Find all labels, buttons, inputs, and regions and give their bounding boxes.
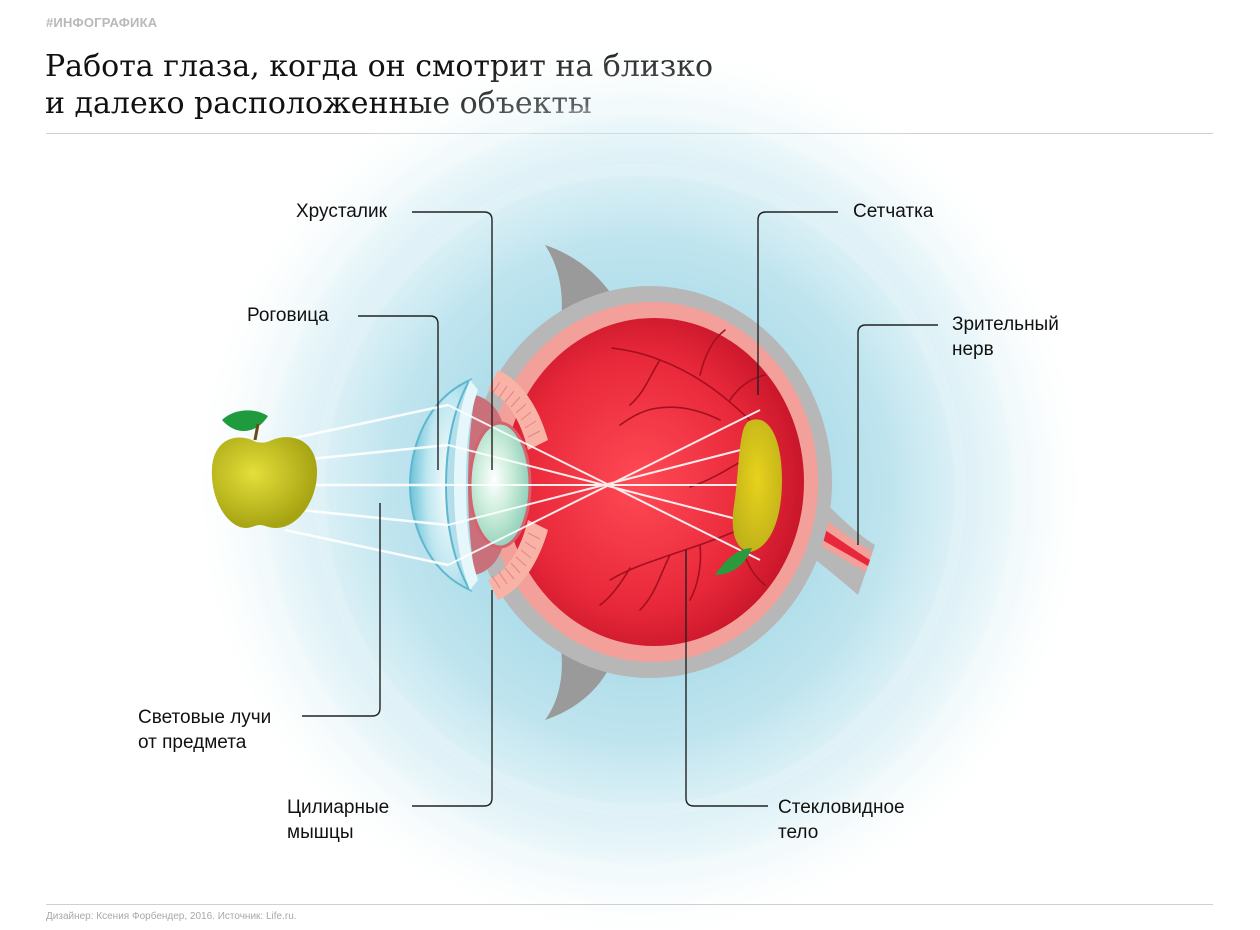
apple-stem <box>253 423 260 441</box>
ciliary-stripes <box>491 381 541 589</box>
label-ciliary-line1: Цилиарные <box>287 797 390 818</box>
leader-retina <box>757 211 838 395</box>
light-rays-incoming <box>284 403 449 567</box>
label-optic-nerve: Зрительный нерв <box>952 312 1059 362</box>
label-cornea: Роговица <box>247 305 329 326</box>
light-rays-refracted <box>447 404 761 566</box>
label-vitreous-line2: тело <box>778 822 819 843</box>
leader-lines <box>302 211 938 807</box>
infographic-tag: #ИНФОГРАФИКА <box>46 15 158 30</box>
leader-vitreous <box>685 550 768 807</box>
label-light-rays: Световые лучи от предмета <box>138 705 271 755</box>
label-optic-nerve-line1: Зрительный <box>952 314 1059 335</box>
leader-rays <box>302 503 381 717</box>
leader-lens <box>412 211 493 470</box>
label-optic-nerve-line2: нерв <box>952 339 994 360</box>
footer-credit: Дизайнер: Ксения Форбендер, 2016. Источн… <box>46 911 297 922</box>
glow-ring <box>314 164 966 816</box>
ciliary-muscle-lower <box>488 520 548 600</box>
retina-leaf <box>715 548 752 575</box>
leader-cornea <box>358 315 439 470</box>
retina-apple <box>732 419 782 552</box>
leader-ciliary <box>412 590 493 807</box>
apple-body <box>211 437 318 528</box>
label-ciliary-line2: мышцы <box>287 822 354 843</box>
label-lens: Хрусталик <box>296 201 387 222</box>
retina-image <box>715 419 782 575</box>
label-retina: Сетчатка <box>853 201 934 222</box>
apple-object <box>211 410 318 528</box>
footer-divider <box>46 904 1213 905</box>
label-ciliary-muscles: Цилиарные мышцы <box>287 795 389 845</box>
label-light-rays-line1: Световые лучи <box>138 707 272 728</box>
label-vitreous-body: Стекловидное тело <box>778 795 905 845</box>
ciliary-muscle-upper <box>488 370 548 450</box>
leader-optic-nerve <box>857 324 938 545</box>
label-vitreous-line1: Стекловидное <box>778 797 905 818</box>
label-light-rays-line2: от предмета <box>138 732 247 753</box>
